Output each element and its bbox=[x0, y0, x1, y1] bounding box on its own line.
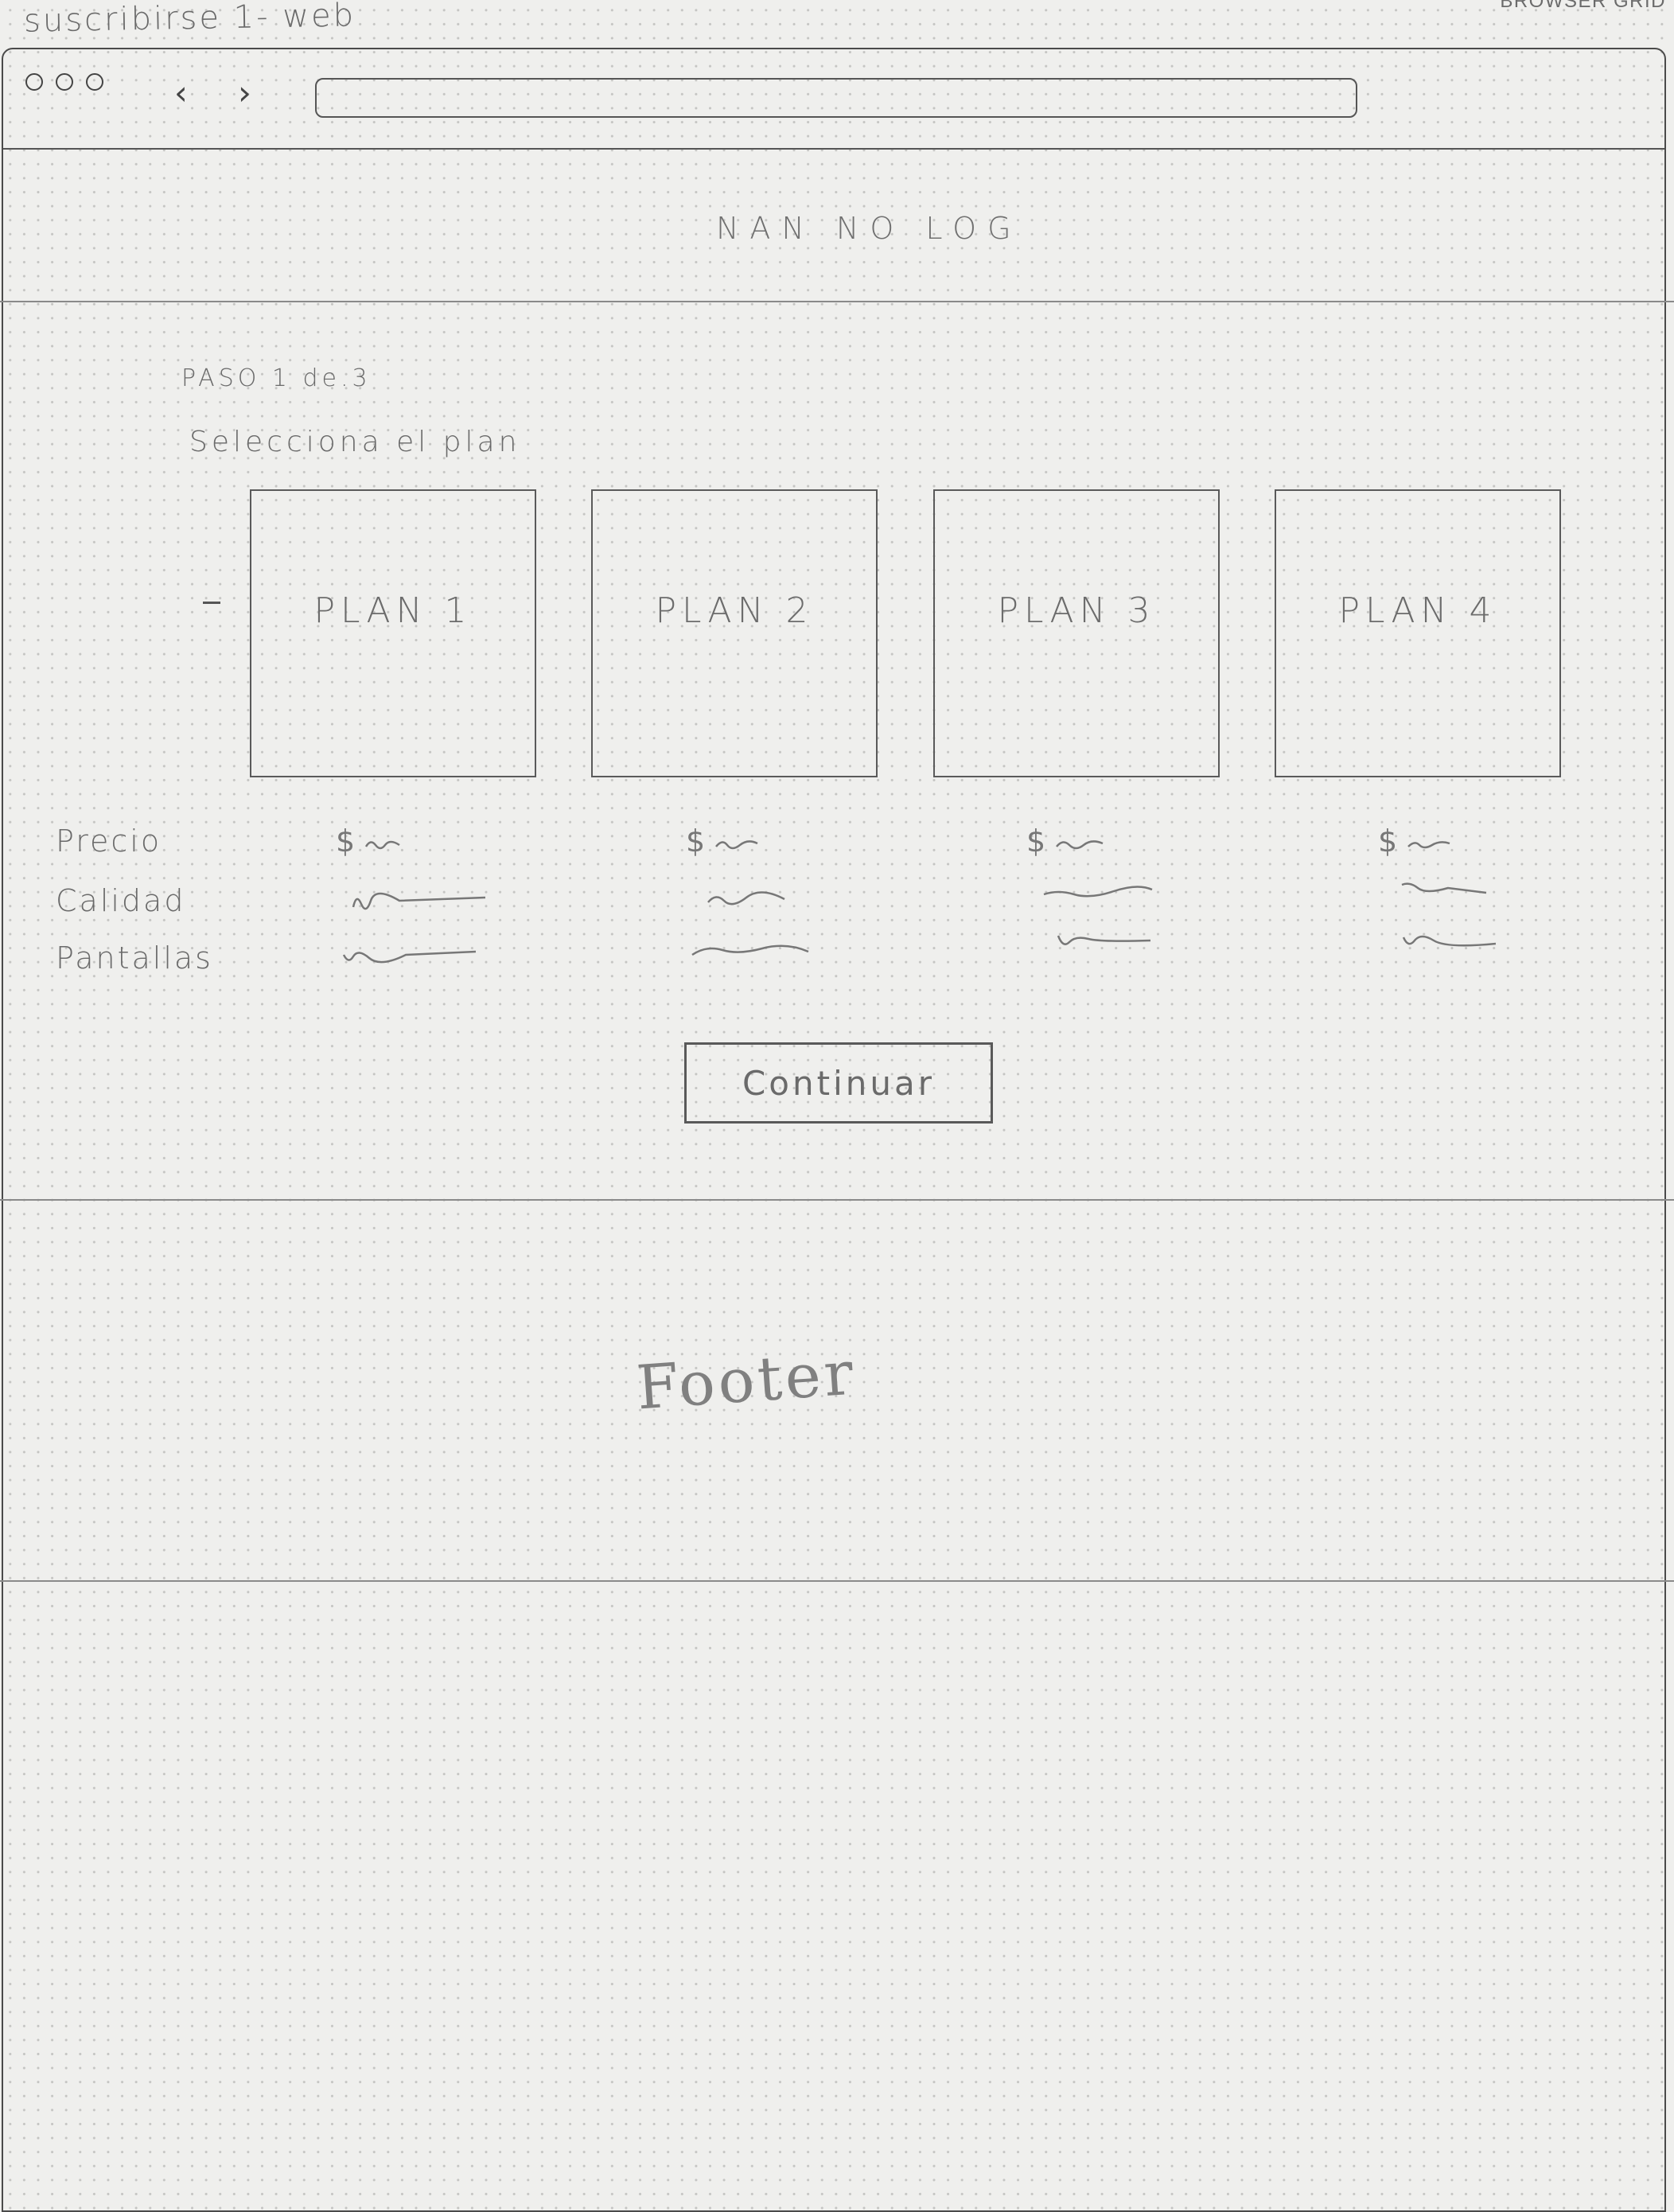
address-bar[interactable] bbox=[315, 78, 1357, 118]
header-divider bbox=[0, 301, 1674, 302]
quality-placeholder-plan-4 bbox=[1401, 882, 1487, 894]
price-symbol: $ bbox=[1378, 824, 1398, 859]
content-divider bbox=[0, 1199, 1674, 1201]
price-symbol: $ bbox=[686, 824, 706, 859]
screens-placeholder-plan-3 bbox=[1057, 935, 1151, 945]
placeholder-squiggle bbox=[365, 840, 400, 849]
window-maximize-dot[interactable] bbox=[86, 73, 103, 91]
plan-label: PLAN 4 bbox=[1338, 590, 1497, 631]
row-label-precio: Precio bbox=[56, 824, 162, 859]
placeholder-squiggle bbox=[1056, 839, 1104, 849]
continue-button[interactable]: Continuar bbox=[684, 1042, 993, 1124]
forward-arrow-icon[interactable]: › bbox=[238, 73, 251, 112]
plan-card-1[interactable]: PLAN 1 bbox=[250, 489, 536, 777]
window-close-dot[interactable] bbox=[25, 73, 43, 91]
select-plan-heading: Selecciona el plan bbox=[189, 426, 521, 458]
sketch-caption: suscribirse 1- web bbox=[23, 0, 356, 40]
selection-marker bbox=[203, 602, 220, 604]
back-arrow-icon[interactable]: ‹ bbox=[174, 73, 188, 112]
plan-label: PLAN 1 bbox=[313, 590, 473, 631]
quality-placeholder-plan-2 bbox=[707, 891, 785, 905]
window-minimize-dot[interactable] bbox=[56, 73, 73, 91]
plan-card-2[interactable]: PLAN 2 bbox=[591, 489, 878, 777]
plan-card-4[interactable]: PLAN 4 bbox=[1275, 489, 1561, 777]
plan-label: PLAN 2 bbox=[655, 590, 814, 631]
price-symbol: $ bbox=[336, 824, 356, 859]
price-value-plan-1: $ bbox=[336, 824, 401, 859]
placeholder-squiggle bbox=[715, 839, 758, 849]
footer-divider bbox=[0, 1580, 1674, 1582]
plan-card-3[interactable]: PLAN 3 bbox=[933, 489, 1220, 777]
row-label-pantallas: Pantallas bbox=[56, 940, 213, 976]
row-label-calidad: Calidad bbox=[56, 883, 186, 918]
screens-placeholder-plan-1 bbox=[342, 950, 477, 964]
price-symbol: $ bbox=[1026, 824, 1046, 859]
screens-placeholder-plan-2 bbox=[691, 944, 809, 956]
price-value-plan-4: $ bbox=[1378, 824, 1451, 859]
price-value-plan-2: $ bbox=[686, 824, 759, 859]
quality-placeholder-plan-3 bbox=[1043, 886, 1153, 898]
plan-label: PLAN 3 bbox=[997, 590, 1156, 631]
quality-placeholder-plan-1 bbox=[352, 892, 486, 910]
placeholder-squiggle bbox=[1407, 840, 1450, 848]
step-indicator: PASO 1 de.3 bbox=[181, 364, 372, 392]
site-logo[interactable]: NAN NO LOG bbox=[716, 211, 1022, 246]
browser-chrome: ‹ › bbox=[3, 49, 1664, 150]
price-value-plan-3: $ bbox=[1026, 824, 1104, 859]
screens-placeholder-plan-4 bbox=[1402, 935, 1497, 947]
template-label: BROWSER GRID bbox=[1500, 0, 1666, 12]
